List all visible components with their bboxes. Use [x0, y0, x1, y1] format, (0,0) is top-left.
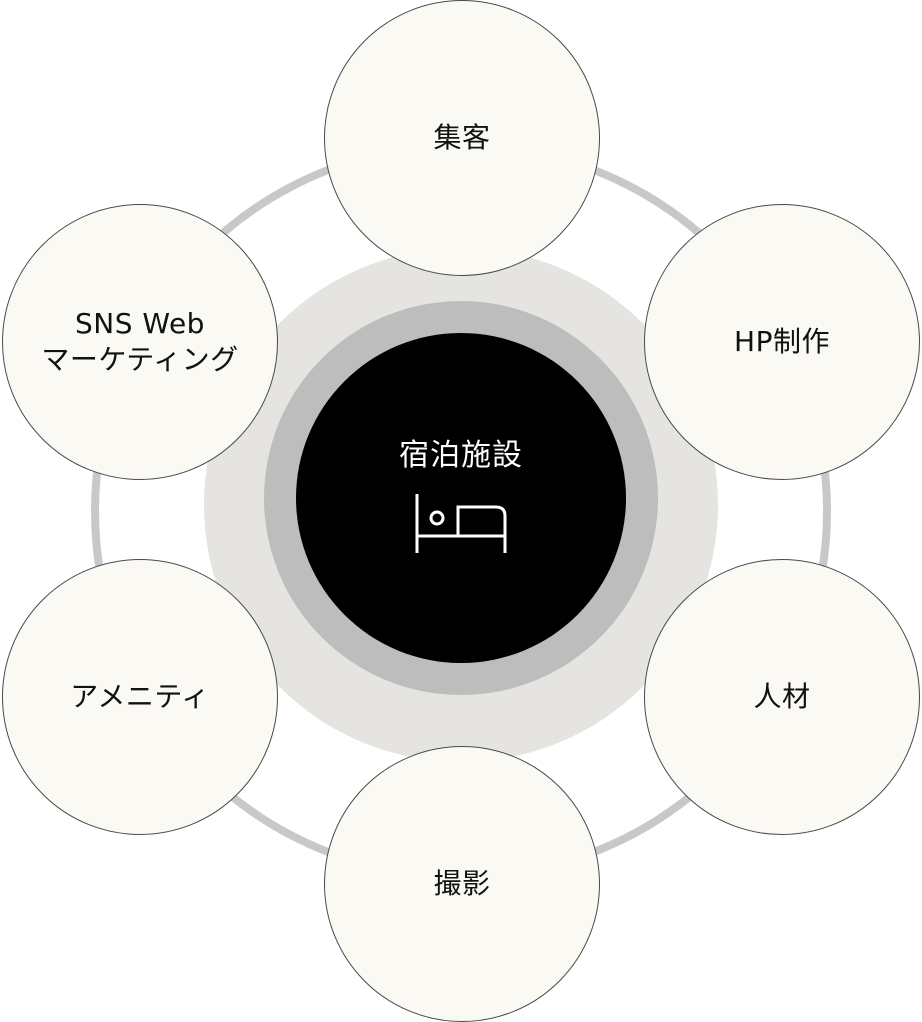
node-sns-web-marketing: SNS Web マーケティング: [2, 204, 278, 480]
bed-icon: [415, 494, 507, 553]
node-photography: 撮影: [324, 746, 600, 1022]
node-label: 集客: [433, 121, 491, 154]
node-label: SNS Web マーケティング: [41, 307, 239, 376]
node-label: 人材: [753, 680, 811, 713]
node-amenities: アメニティ: [2, 559, 278, 835]
node-hp-production: HP制作: [644, 204, 920, 480]
node-label: HP制作: [734, 325, 830, 358]
node-human-resources: 人材: [644, 559, 920, 835]
node-label: 撮影: [433, 867, 491, 900]
node-customer-acquisition: 集客: [324, 0, 600, 276]
node-label: アメニティ: [70, 680, 210, 713]
center-title: 宿泊施設: [399, 438, 523, 473]
center-circle: [296, 333, 626, 663]
